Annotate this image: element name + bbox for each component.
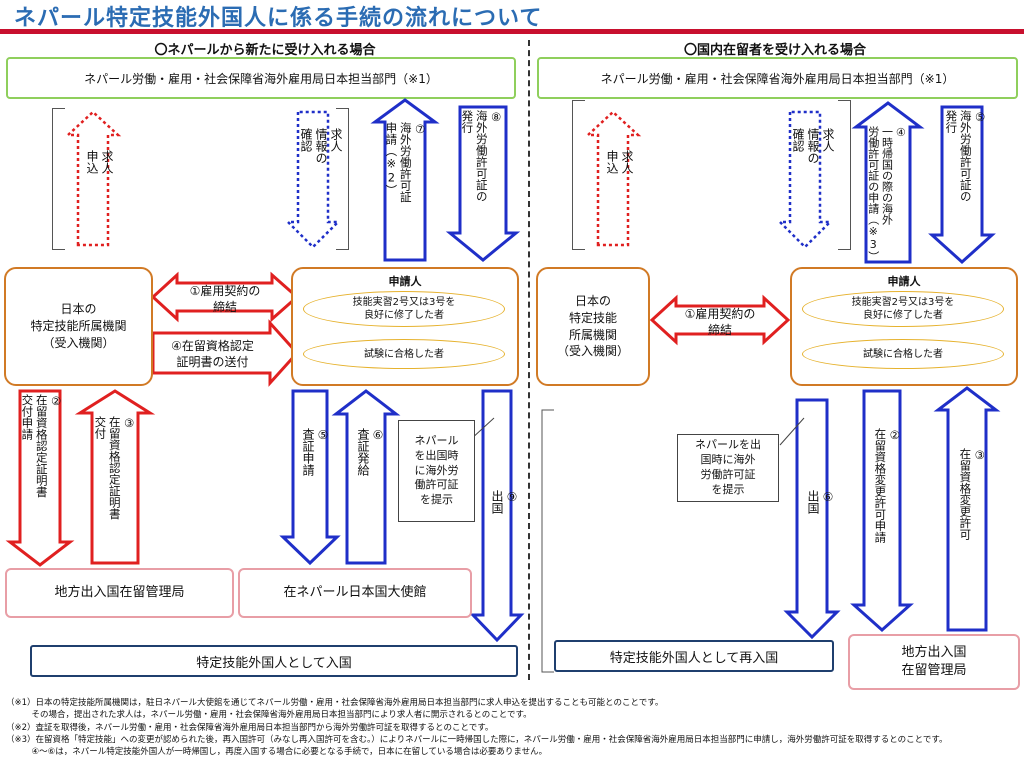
left-job-info-label: 求人 情報の 確認 xyxy=(299,128,343,164)
left-arrow-2 xyxy=(5,389,75,567)
right-japan-org-box: 日本の 特定技能 所属機関 （受入機関） xyxy=(536,267,650,386)
right-job-info-label: 求人 情報の 確認 xyxy=(791,128,835,164)
right-callout-pointer xyxy=(779,417,805,446)
left-bracket-info xyxy=(336,108,349,250)
left-embassy-label: 在ネパール日本国大使館 xyxy=(283,584,427,600)
right-arrow-4-label: ④ 一時帰国の際の海外 労働許可証の申請（※3） xyxy=(866,126,908,262)
left-japan-org-label: 日本の 特定技能所属機関 （受入機関） xyxy=(30,302,127,350)
left-job-offer-label: 求人 申込 xyxy=(85,150,114,174)
left-bracket-job xyxy=(52,108,65,250)
right-arrow-4 xyxy=(851,101,925,264)
left-arrow-9 xyxy=(469,389,525,643)
left-entry-label: 特定技能外国人として入国 xyxy=(196,655,352,671)
right-arrow-5-label: ⑤ 海外労働許可証の 発行 xyxy=(944,110,988,202)
right-reentry-box: 特定技能外国人として再入国 xyxy=(554,640,834,672)
right-oval-exam: 試験に合格した者 xyxy=(802,339,1004,369)
left-arrow-6-label: ⑥ 査証発給 xyxy=(356,428,385,476)
left-arrow-2-label: ② 在留資格認定証明書 交付申請 xyxy=(20,394,64,498)
right-oval-trainee: 技能実習2号又は3号を 良好に修了した者 xyxy=(802,291,1004,327)
right-bottom-bracket xyxy=(541,409,554,673)
page-title: ネパール特定技能外国人に係る手続の流れについて xyxy=(14,6,543,31)
footnote-2: （※2）査証を取得後，ネパール労働・雇用・社会保障省海外雇用局日本担当部門から海… xyxy=(6,722,494,733)
left-oval-trainee: 技能実習2号又は3号を 良好に修了した者 xyxy=(303,291,505,327)
left-arrow-6 xyxy=(331,389,401,565)
left-immigration-label: 地方出入国在留管理局 xyxy=(54,584,185,600)
footnote-3: （※3）在留資格「特定技能」への変更が認められた後，再入国許可（みなし再入国許可… xyxy=(6,734,948,745)
footnotes: （※1）日本の特定技能所属機関は，駐日ネパール大使館を通じてネパール労働・雇用・… xyxy=(6,697,1020,759)
right-job-offer-label: 求人 申込 xyxy=(605,150,634,174)
right-nepal-ministry-box: ネパール労働・雇用・社会保障省海外雇用局日本担当部門（※1） xyxy=(537,57,1018,99)
left-arrow-5-label: ⑤ 査証申請 xyxy=(301,428,330,476)
right-arrow-2 xyxy=(850,389,914,633)
title-underline xyxy=(0,29,1024,34)
left-entry-box: 特定技能外国人として入国 xyxy=(30,645,518,677)
left-arrow-4 xyxy=(151,319,300,387)
left-section-heading: 〇ネパールから新たに受け入れる場合 xyxy=(154,43,376,58)
footnote-1-cont: その場合，提出された求人は，ネパール労働・雇用・社会保障省海外雇用局日本担当部門… xyxy=(6,710,532,721)
right-nepal-ministry-label: ネパール労働・雇用・社会保障省海外雇用局日本担当部門（※1） xyxy=(600,71,955,86)
left-arrow-5 xyxy=(279,389,341,566)
left-nepal-ministry-label: ネパール労働・雇用・社会保障省海外雇用局日本担当部門（※1） xyxy=(84,71,438,86)
right-bracket-info xyxy=(838,100,851,250)
footnote-3-cont: ④～⑥は，ネパール特定技能外国人が一時帰国し，再度入国する場合に必要となる手続で… xyxy=(6,747,548,758)
right-immigration-label: 地方出入国 在留管理局 xyxy=(901,644,967,678)
right-arrow-2-label: ② 在留資格変更許可申請 xyxy=(873,428,902,543)
right-immigration-box: 地方出入国 在留管理局 xyxy=(848,634,1020,690)
left-immigration-box: 地方出入国在留管理局 xyxy=(5,568,234,618)
left-arrow-8-label: ⑧ 海外労働許可証の 発行 xyxy=(460,110,504,202)
right-exit-callout: ネパールを出 国時に海外 労働許可証 を提示 xyxy=(677,434,779,502)
left-japan-org-box: 日本の 特定技能所属機関 （受入機関） xyxy=(4,267,153,386)
left-arrow-8 xyxy=(445,105,521,262)
left-oval-exam: 試験に合格した者 xyxy=(303,339,505,369)
left-arrow-9-label: ⑨ 出国 xyxy=(490,490,519,514)
left-exit-callout: ネパール を出国時 に海外労 働許可証 を提示 xyxy=(398,420,475,522)
right-arrow-1 xyxy=(649,294,791,346)
right-arrow-3-label: ③ 在留資格変更許可 xyxy=(958,448,987,540)
left-embassy-box: 在ネパール日本国大使館 xyxy=(238,568,472,618)
left-job-offer-arrow xyxy=(64,110,122,247)
right-applicant-box: 申請人 技能実習2号又は3号を 良好に修了した者 試験に合格した者 xyxy=(790,267,1018,386)
right-arrow-5 xyxy=(928,105,996,265)
right-arrow-1-label: ①雇用契約の 締結 xyxy=(684,307,756,338)
right-applicant-title: 申請人 xyxy=(887,275,921,288)
left-nepal-ministry-box: ネパール労働・雇用・社会保障省海外雇用局日本担当部門（※1） xyxy=(6,57,516,99)
right-reentry-label: 特定技能外国人として再入国 xyxy=(609,650,779,666)
right-section-heading: 〇国内在留者を受け入れる場合 xyxy=(683,43,866,58)
right-arrow-6-label: ⑥ 出国 xyxy=(806,490,835,514)
footnote-1: （※1）日本の特定技能所属機関は，駐日ネパール大使館を通じてネパール労働・雇用・… xyxy=(6,698,664,708)
left-applicant-box: 申請人 技能実習2号又は3号を 良好に修了した者 試験に合格した者 xyxy=(291,267,519,386)
left-arrow-3-label: ③ 在留資格認定証明書 交付 xyxy=(93,416,137,520)
right-job-offer-arrow xyxy=(584,110,642,247)
right-arrow-6 xyxy=(783,398,841,640)
right-arrow-3 xyxy=(933,386,1001,632)
left-arrow-1-label: ①雇用契約の 締結 xyxy=(189,284,261,315)
right-japan-org-label: 日本の 特定技能 所属機関 （受入機関） xyxy=(556,293,629,359)
left-applicant-title: 申請人 xyxy=(388,275,422,288)
left-arrow-7-label: ⑦ 海外労働許可証 申請（※2） xyxy=(384,122,428,203)
left-arrow-3 xyxy=(74,389,156,565)
left-arrow-4-label: ④在留資格認定 証明書の送付 xyxy=(171,339,254,370)
right-bracket-job xyxy=(572,100,585,250)
section-divider xyxy=(528,40,530,680)
left-arrow-7 xyxy=(370,98,440,262)
